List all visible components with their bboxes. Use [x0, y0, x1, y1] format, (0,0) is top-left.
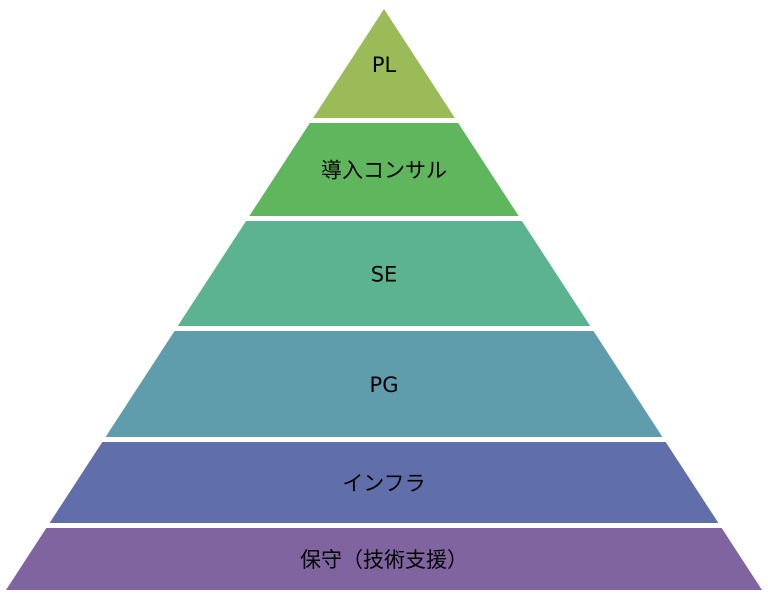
pyramid-level: インフラ [49, 442, 719, 523]
pyramid-level-label: インフラ [342, 472, 425, 496]
pyramid-level: PL [313, 9, 455, 118]
pyramid-level: 保守（技術支援） [6, 528, 762, 590]
pyramid-level: 導入コンサル [249, 123, 519, 216]
pyramid-level: PG [105, 331, 663, 437]
pyramid-level-shape [105, 331, 663, 437]
pyramid-level: SE [177, 221, 591, 326]
pyramid-level-label: 保守（技術支援） [300, 548, 468, 572]
pyramid-level-label: 導入コンサル [321, 159, 447, 183]
pyramid-level-label: PL [372, 53, 397, 77]
pyramid-level-label: PG [370, 373, 399, 397]
pyramid-level-shape [177, 221, 591, 326]
pyramid-level-label: SE [371, 263, 398, 287]
pyramid-level-shape [313, 9, 455, 118]
pyramid-level-shape [249, 123, 519, 216]
pyramid-level-shape [6, 528, 762, 590]
pyramid-level-shape [49, 442, 719, 523]
